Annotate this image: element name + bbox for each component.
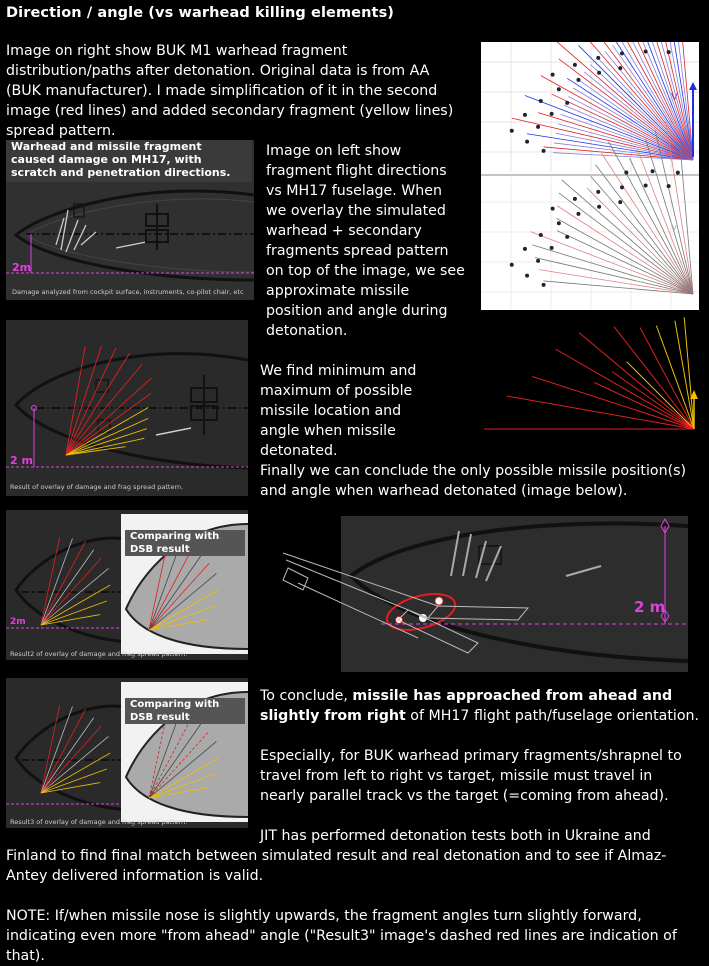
scale-label: 2m xyxy=(12,261,32,274)
zoomed-result-image: 2 m xyxy=(341,516,688,672)
paragraph-note: NOTE: If/when missile nose is slightly u… xyxy=(6,908,677,964)
result2-image: Comparing with DSB result 2m Result2 of … xyxy=(6,510,248,660)
conclusion-highlight: missile has approached from ahead and sl… xyxy=(260,688,673,724)
paragraph-overlay: Image on left show fragment flight direc… xyxy=(266,143,465,339)
paragraph-minmax: We find minimum and maximum of possible … xyxy=(260,363,417,459)
damage-caption: Damage analyzed from cockpit surface, in… xyxy=(12,288,244,296)
missile-outline xyxy=(282,552,530,654)
damage-image: Warhead and missile fragment caused dama… xyxy=(6,140,254,300)
fragment-fan-image xyxy=(478,310,702,435)
overlay-result-image: 2 m Result of overlay of damage and frag… xyxy=(6,320,248,496)
scale-label: 2m xyxy=(10,617,26,627)
result3-caption: Result3 of overlay of damage and frag sp… xyxy=(10,818,188,826)
dsb-label: Comparing with DSB result xyxy=(125,698,245,724)
paragraph-intro: Image on right show BUK M1 warhead fragm… xyxy=(6,43,454,139)
fragment-distribution-image: V V xyxy=(481,0,699,310)
paragraph-conclusion: To conclude, missile has approached from… xyxy=(260,688,700,724)
overlay-caption: Result of overlay of damage and frag spr… xyxy=(10,483,184,491)
scale-label: 2 m xyxy=(634,598,666,616)
velocity-label-lower: V xyxy=(671,222,678,233)
dsb-label: Comparing with DSB result xyxy=(125,530,245,556)
paragraph-conclusion-intro: Finally we can conclude the only possibl… xyxy=(260,463,687,499)
paragraph-jit: JIT has performed detonation tests both … xyxy=(6,828,667,884)
result2-caption: Result2 of overlay of damage and frag sp… xyxy=(10,650,188,658)
velocity-label: V xyxy=(671,92,678,103)
paragraph-especially: Especially, for BUK warhead primary frag… xyxy=(260,748,682,804)
scale-label: 2 m xyxy=(10,454,33,467)
result3-image: Comparing with DSB result Result3 of ove… xyxy=(6,678,248,828)
page-title: Direction / angle (vs warhead killing el… xyxy=(6,5,395,21)
damage-header: Warhead and missile fragment caused dama… xyxy=(6,140,252,182)
